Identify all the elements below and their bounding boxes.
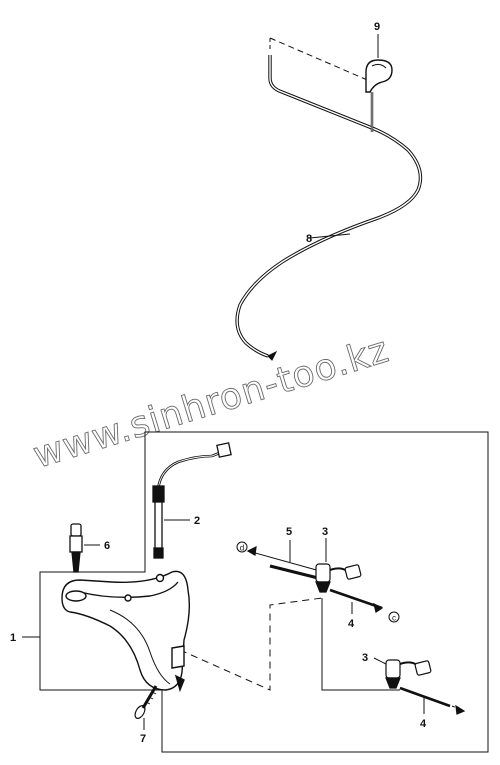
hose-end-arrow (267, 350, 278, 361)
reservoir-filler-neck (65, 590, 87, 602)
callout-leader-3b (373, 657, 387, 665)
pump-body-lower (385, 659, 401, 679)
reservoir-pump-hole (155, 573, 165, 583)
pump-outlet-tube (269, 564, 319, 580)
pump-link-dashed (179, 597, 323, 691)
pump-body-upper (315, 563, 331, 583)
sensor-head (152, 485, 165, 503)
level-sensor (152, 442, 232, 559)
callout-numbers: 9 8 2 6 5 3 4 1 3 4 7 (10, 21, 427, 745)
connection-mark-left (236, 541, 248, 553)
reservoir-mount-hole (124, 594, 132, 602)
callout-8: 8 (306, 233, 312, 245)
callout-2: 2 (194, 515, 200, 527)
upper-hose-assembly (235, 34, 423, 361)
washer-hose-inner (236, 55, 422, 357)
callout-9: 9 (374, 21, 380, 33)
hose-4-upper-arrow (373, 602, 384, 613)
callout-5: 5 (286, 526, 292, 538)
hose-4-lower (399, 686, 451, 708)
sensor-wire (156, 450, 223, 491)
hose-5-line (247, 550, 321, 572)
pump-motor-lower (385, 677, 401, 689)
callout-7: 7 (140, 733, 146, 745)
reservoir-side-port (171, 645, 185, 669)
pump-link-solid (321, 598, 400, 691)
nozzle-detail (371, 63, 387, 69)
watermark-text: www.sinhron-too.kz (29, 329, 394, 476)
upper-guide-line (269, 37, 373, 83)
mounting-screw (134, 685, 158, 730)
sensor-float (153, 547, 164, 559)
pump-motor-upper (315, 581, 331, 593)
cap-neck (69, 535, 83, 553)
hose-4-upper (329, 588, 383, 610)
reservoir-cap (69, 523, 100, 573)
callout-4b: 4 (420, 718, 427, 730)
callout-1: 1 (10, 632, 16, 644)
callout-3b: 3 (362, 652, 368, 664)
lower-assembly-frame (39, 431, 489, 753)
cap-top (70, 523, 82, 537)
sensor-connector (216, 442, 232, 458)
screw-thread (145, 691, 157, 705)
cap-stem (71, 551, 81, 573)
reservoir-outline-frame (144, 431, 489, 753)
pump-connector-lower (414, 660, 432, 676)
callout-leader-8 (309, 233, 351, 239)
hose-5-arrow (246, 545, 257, 556)
reservoir-inner-frame (39, 440, 162, 691)
callout-3a: 3 (322, 526, 328, 538)
connection-mark-right (388, 611, 400, 623)
washer-pump-lower (373, 657, 466, 715)
hose-4-lower-arrow (455, 704, 466, 715)
connection-marks: d c (236, 541, 400, 623)
washer-reservoir (22, 570, 191, 693)
reservoir-drain-tab (174, 674, 185, 693)
callout-4a: 4 (348, 618, 355, 630)
callout-6: 6 (104, 540, 110, 552)
connection-mark-left-label: d (240, 544, 244, 553)
pump-connector-upper (344, 564, 362, 580)
reservoir-rim-line (79, 581, 179, 599)
connection-mark-right-label: c (392, 614, 396, 623)
washer-hose-outer (235, 55, 423, 358)
washer-pump-upper (246, 538, 384, 614)
reservoir-contour (109, 609, 171, 685)
